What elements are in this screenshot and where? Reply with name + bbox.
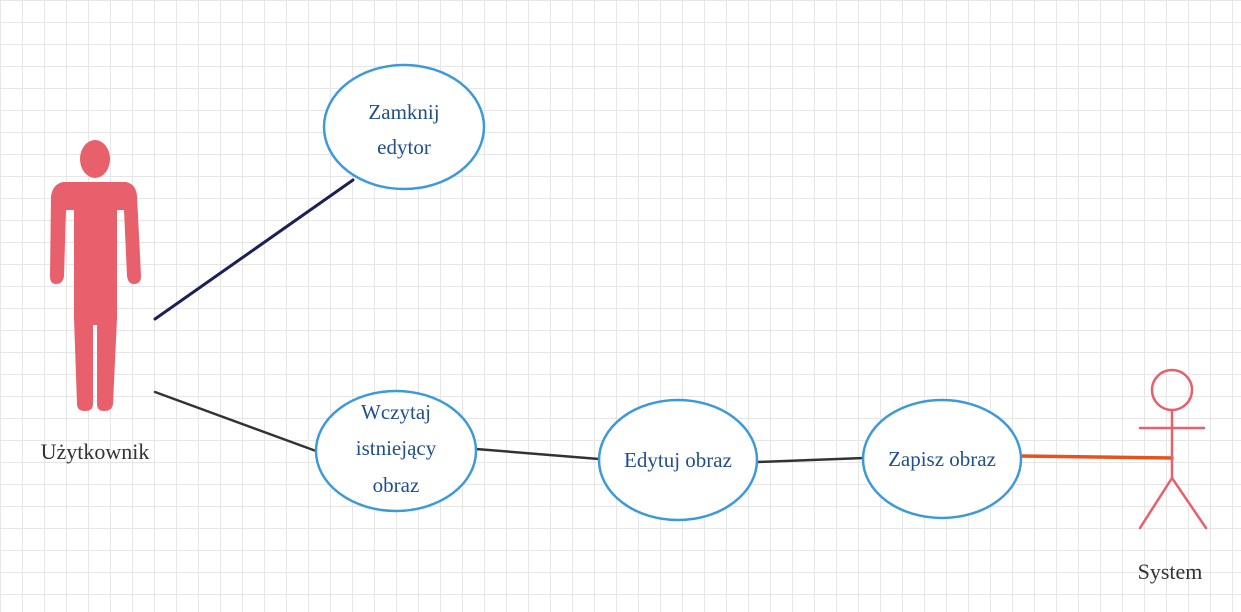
user-actor: Użytkownik (41, 140, 150, 464)
association-wczytaj-edytuj (474, 447, 601, 461)
use-case-edytuj-obraz[interactable]: Edytuj obraz (597, 398, 759, 522)
stick-figure-icon (1138, 368, 1208, 530)
use-case-label-line: Wczytaj (361, 400, 431, 424)
use-case-label-line: Zamknij (368, 100, 439, 124)
association-zapisz-system (1018, 454, 1174, 460)
use-case-label-line: edytor (377, 135, 431, 159)
association-user-wczytaj (153, 390, 318, 453)
use-case-label-line: obraz (373, 473, 420, 497)
use-case-wczytaj-obraz[interactable]: Wczytaj istniejący obraz (314, 389, 478, 513)
association-edytuj-zapisz (756, 456, 866, 464)
person-solid-icon (50, 140, 141, 411)
use-case-label-line: Edytuj obraz (624, 448, 732, 472)
use-case-ellipse (597, 398, 759, 522)
use-case-ellipse (314, 389, 478, 513)
use-case-ellipse (322, 63, 486, 191)
user-actor-label: Użytkownik (41, 439, 150, 464)
use-case-ellipse (861, 398, 1023, 520)
use-case-zamknij-edytor[interactable]: Zamknij edytor (322, 63, 486, 191)
system-actor: System (1138, 368, 1208, 584)
use-case-zapisz-obraz[interactable]: Zapisz obraz (861, 398, 1023, 520)
use-case-label-line: istniejący (356, 436, 437, 460)
system-actor-label: System (1138, 559, 1203, 584)
association-user-zamknij (153, 178, 355, 321)
use-case-label-line: Zapisz obraz (888, 447, 996, 471)
